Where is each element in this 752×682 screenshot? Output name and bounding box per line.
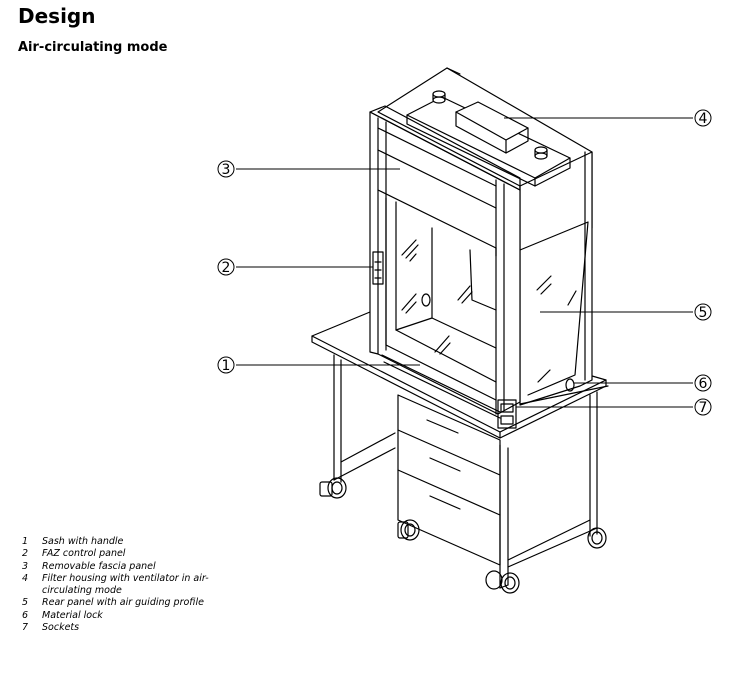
legend-number: 6 <box>22 609 29 621</box>
caster-wheels <box>319 477 607 594</box>
callout-7-label: 7 <box>699 400 708 416</box>
legend-item: 5 Rear panel with air guiding profile <box>22 597 212 609</box>
callout-4-label: 4 <box>699 111 708 127</box>
callout-4: 4 <box>504 109 712 127</box>
legend-item: 2 FAZ control panel <box>22 548 212 560</box>
callout-5-label: 5 <box>699 305 708 321</box>
page-title: Design <box>18 4 96 28</box>
callout-3: 3 <box>217 160 400 178</box>
legend-text: Filter housing with ventilator in air-ci… <box>42 572 209 597</box>
legend-text: Removable fascia panel <box>42 560 156 572</box>
callout-2-label: 2 <box>222 260 231 276</box>
legend-item: 1 Sash with handle <box>22 536 212 548</box>
legend-text: Rear panel with air guiding profile <box>42 597 204 609</box>
legend-number: 5 <box>22 597 29 609</box>
callout-5: 5 <box>540 303 712 321</box>
legend-text: Sash with handle <box>42 536 124 547</box>
legend-number: 2 <box>22 548 29 560</box>
drawer-unit <box>397 394 501 566</box>
legend-item: 7 Sockets <box>22 622 212 634</box>
legend-text: Material lock <box>42 609 103 621</box>
legend-number: 7 <box>22 622 29 634</box>
legend-number: 3 <box>22 560 29 572</box>
callout-1-label: 1 <box>222 358 231 374</box>
legend-item: 4 Filter housing with ventilator in air-c… <box>22 573 212 598</box>
callout-6: 6 <box>574 374 712 392</box>
legend-item: 6 Material lock <box>22 610 212 622</box>
base-frame <box>333 354 598 589</box>
callout-7: 7 <box>516 398 712 416</box>
callout-1: 1 <box>217 356 420 374</box>
callout-6-label: 6 <box>699 376 708 392</box>
cabinet-body <box>377 67 593 406</box>
callout-2: 2 <box>217 258 373 276</box>
section-subtitle: Air-circulating mode <box>18 40 168 55</box>
callout-3-label: 3 <box>222 162 231 178</box>
front-frame <box>369 105 609 429</box>
legend-number: 1 <box>22 536 29 547</box>
legend-text: Sockets <box>42 622 80 634</box>
legend-text: FAZ control panel <box>42 548 126 560</box>
legend-number: 4 <box>22 572 29 584</box>
callouts: 4 3 2 5 1 6 7 <box>217 109 712 416</box>
legend-item: 3 Removable fascia panel <box>22 561 212 573</box>
